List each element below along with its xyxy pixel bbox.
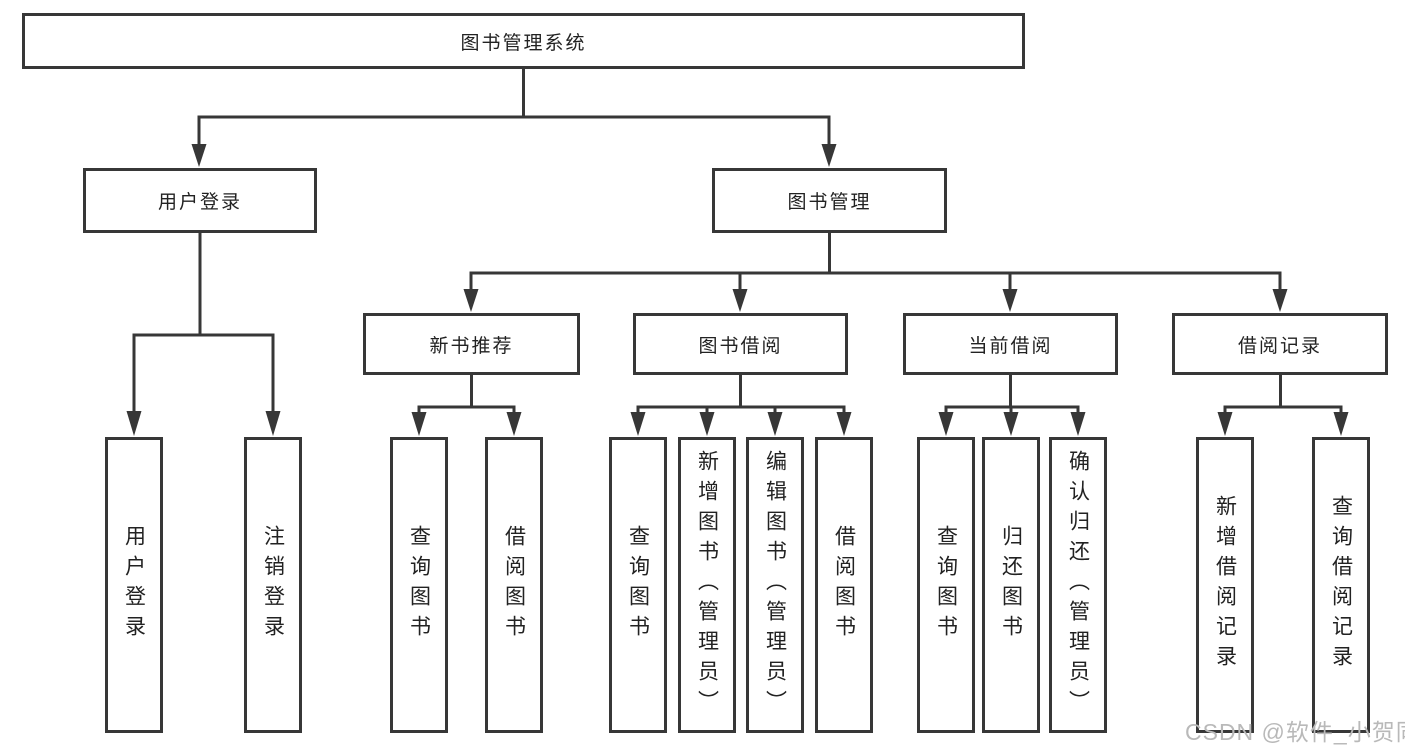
connector-bookmgmt-to-level3 [469, 233, 1282, 291]
node-new-book-recommend: 新书推荐 [363, 313, 580, 375]
node-label: 归还图书 [999, 525, 1023, 645]
node-label: 新增借阅记录 [1213, 495, 1237, 675]
leaf-borrow-query-books: 查询图书 [609, 437, 667, 733]
leaf-user-login: 用户登录 [105, 437, 163, 733]
node-label: 用户登录 [157, 192, 242, 213]
node-label: 图书借阅 [698, 335, 783, 357]
arrowheads-newbook-leaves [411, 412, 522, 436]
arrowheads-bookborrow-leaves [630, 412, 852, 436]
leaf-return-books: 归还图书 [982, 437, 1040, 733]
node-label: 用户登录 [122, 525, 146, 645]
node-label: 新增图书（管理员） [695, 450, 719, 720]
node-label: 编辑图书（管理员） [763, 450, 787, 720]
leaf-borrow-books: 借阅图书 [815, 437, 873, 733]
connector-bookborrow-to-leaves [636, 375, 846, 414]
connector-records-to-leaves [1223, 375, 1343, 414]
node-user-login: 用户登录 [83, 168, 317, 233]
leaf-edit-books-admin: 编辑图书（管理员） [746, 437, 804, 733]
connector-userlogin-to-leaves [132, 233, 275, 413]
node-current-borrowing: 当前借阅 [903, 313, 1118, 375]
connector-newbook-to-leaves [417, 375, 516, 414]
arrowheads-level2 [191, 144, 837, 167]
arrowheads-userlogin-leaves [126, 411, 281, 436]
leaf-newbook-query-books: 查询图书 [390, 437, 448, 733]
node-label: 借阅图书 [502, 525, 526, 645]
arrowheads-level3 [463, 289, 1288, 312]
node-library-management-system: 图书管理系统 [22, 13, 1025, 69]
leaf-newbook-borrow-books: 借阅图书 [485, 437, 543, 733]
leaf-add-borrow-record: 新增借阅记录 [1196, 437, 1254, 733]
node-label: 注销登录 [261, 525, 285, 645]
node-label: 图书管理 [787, 192, 872, 213]
node-label: 查询图书 [407, 525, 431, 645]
arrowheads-curborrow-leaves [938, 412, 1086, 436]
watermark-gray-text: CSDN @软件_小贺同 [1185, 719, 1405, 745]
node-label: 图书管理系统 [460, 32, 587, 54]
node-label: 查询图书 [626, 525, 650, 645]
connector-curborrow-to-leaves [944, 375, 1080, 414]
node-label: 查询图书 [934, 525, 958, 645]
connector-root-to-level2 [197, 69, 831, 146]
node-borrowing-records: 借阅记录 [1172, 313, 1388, 375]
node-book-management: 图书管理 [712, 168, 947, 233]
leaf-confirm-return-admin: 确认归还（管理员） [1049, 437, 1107, 733]
arrowheads-records-leaves [1217, 412, 1349, 436]
node-label: 新书推荐 [429, 335, 514, 357]
node-label: 查询借阅记录 [1329, 495, 1353, 675]
csdn-watermark: CSDN @软件_小贺同学 [1185, 713, 1405, 747]
node-label: 确认归还（管理员） [1066, 450, 1090, 720]
leaf-add-books-admin: 新增图书（管理员） [678, 437, 736, 733]
node-label: 当前借阅 [968, 335, 1053, 357]
node-label: 借阅记录 [1237, 335, 1322, 357]
leaf-logout: 注销登录 [244, 437, 302, 733]
node-label: 借阅图书 [832, 525, 856, 645]
leaf-query-borrow-record: 查询借阅记录 [1312, 437, 1370, 733]
leaf-current-query-books: 查询图书 [917, 437, 975, 733]
node-book-borrowing: 图书借阅 [633, 313, 848, 375]
